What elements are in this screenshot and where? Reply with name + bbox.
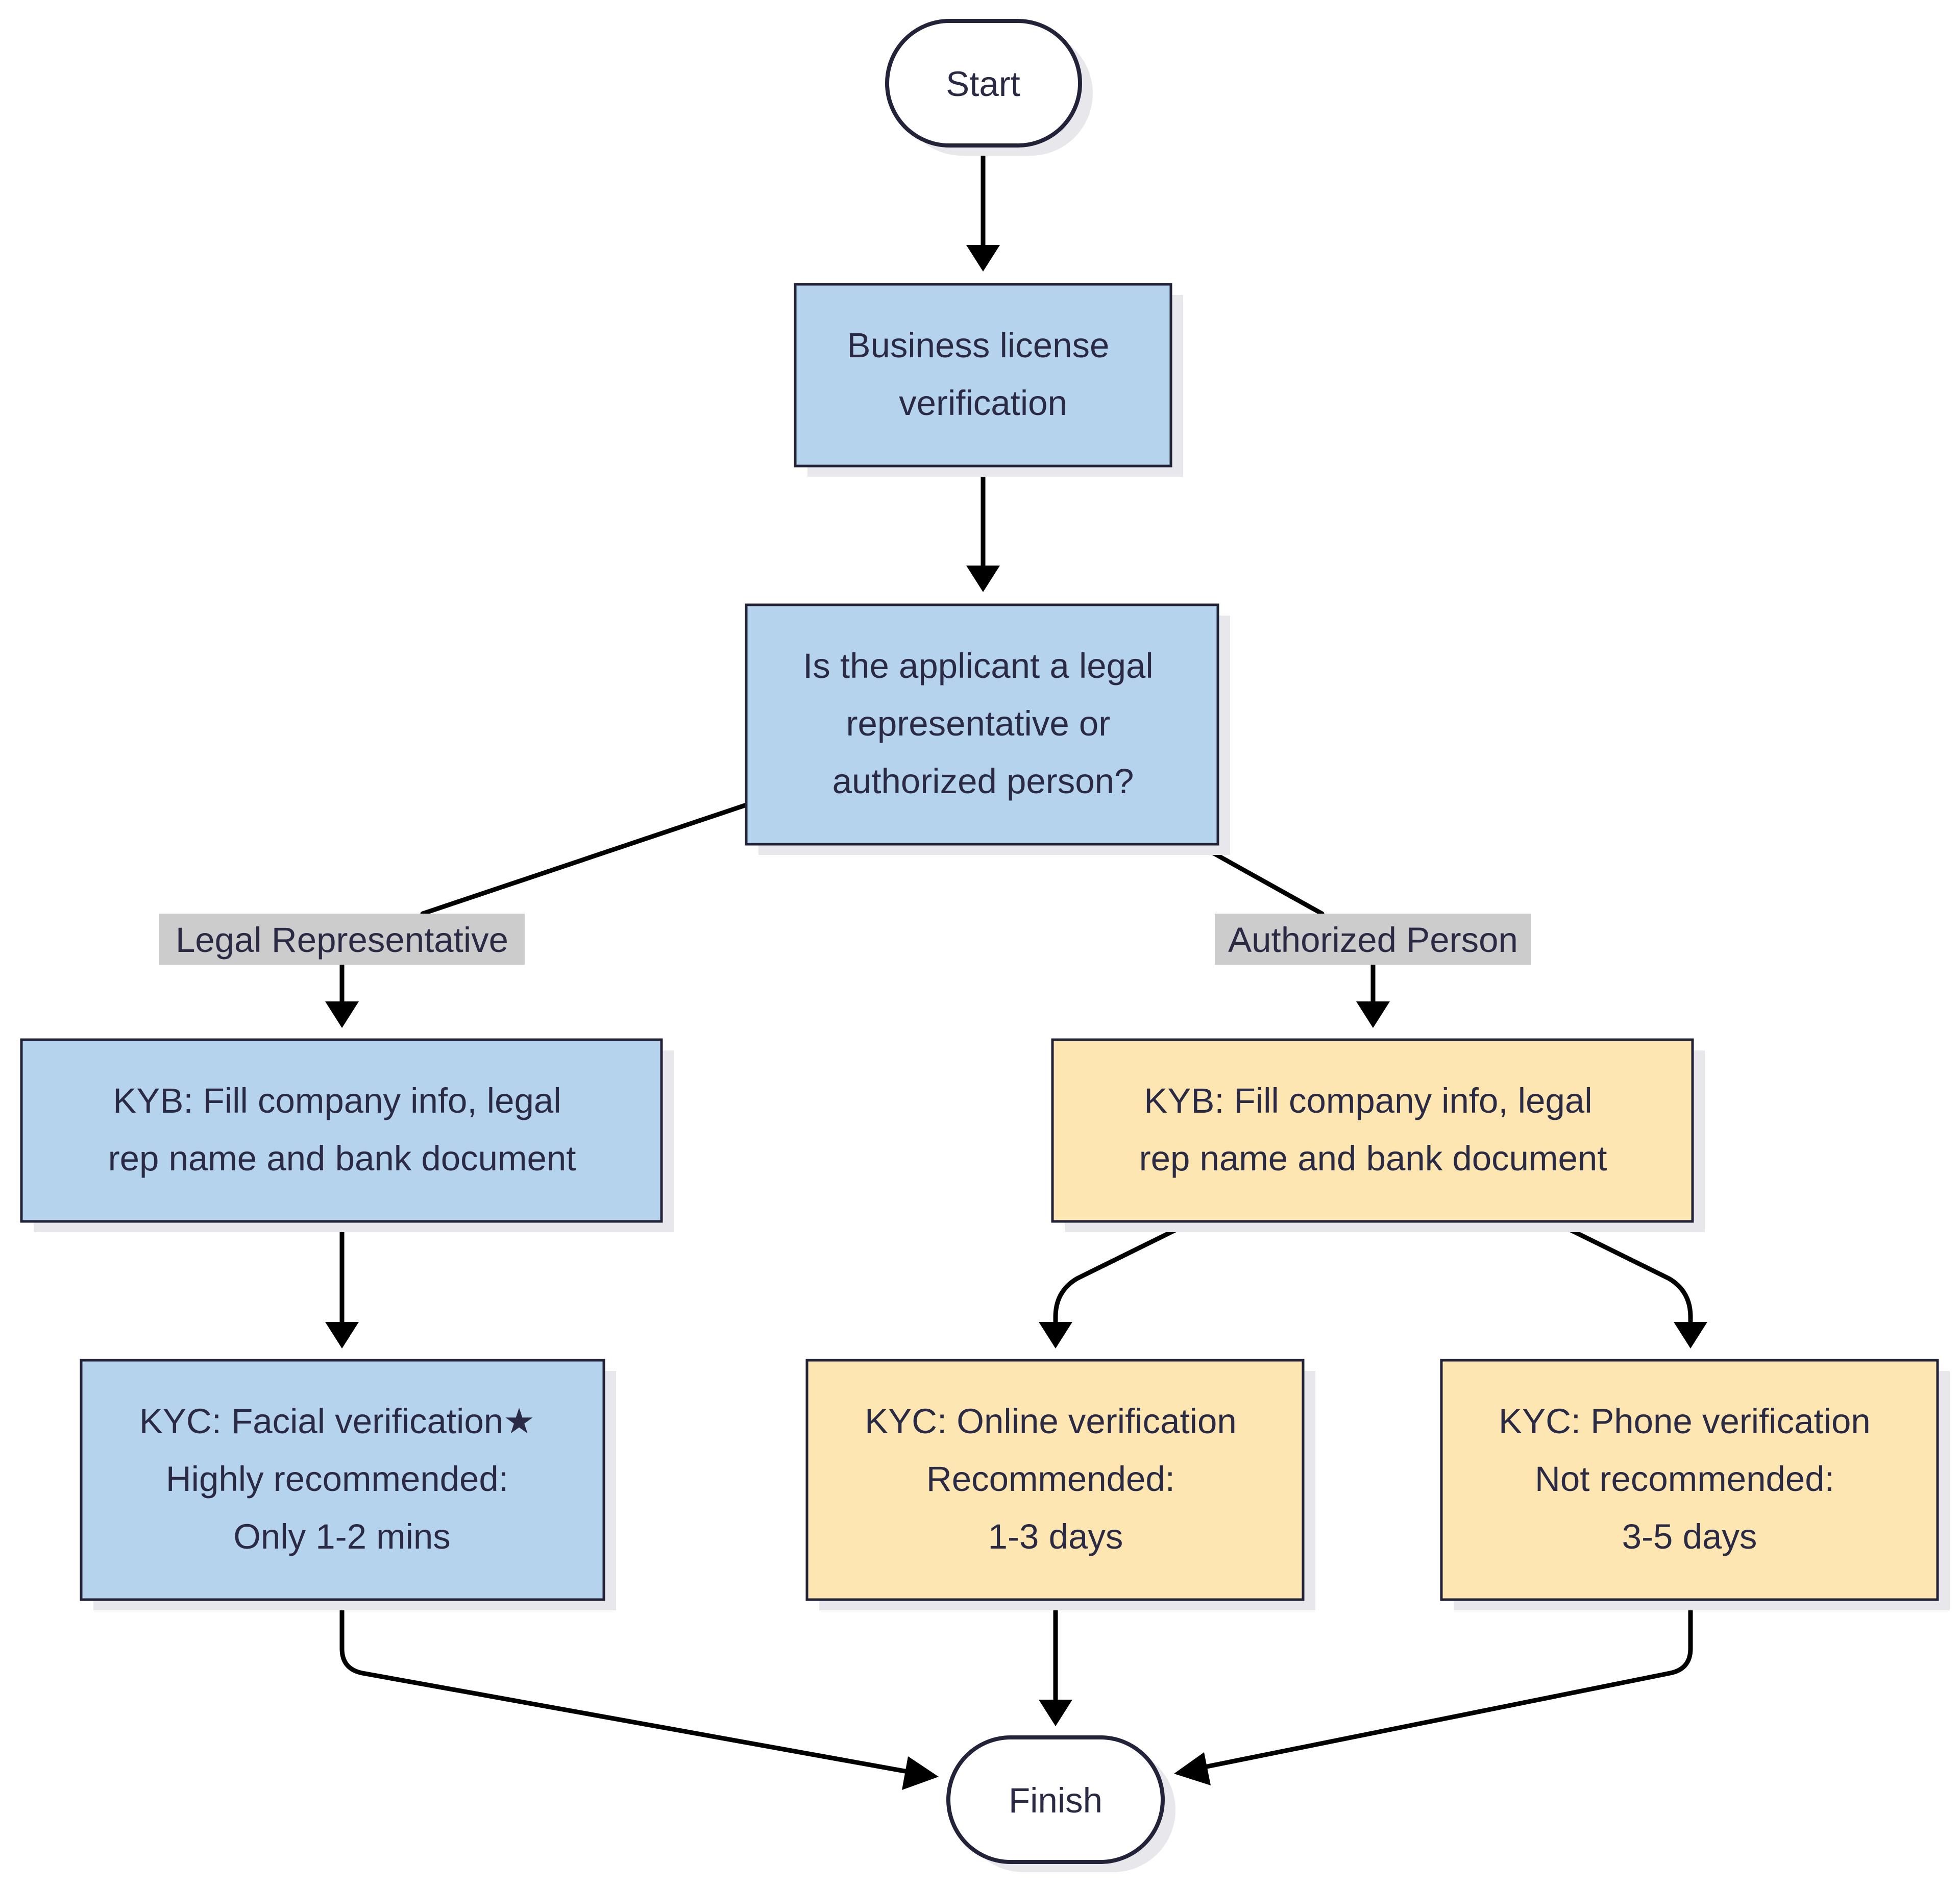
edge-label-text: Legal Representative (176, 920, 508, 960)
edge-decision-to-legal-representative (325, 802, 749, 1028)
kyc-online-label: KYC: Online verification Recommended: 1-… (865, 1402, 1246, 1556)
kyc-phone-verification-node: KYC: Phone verification Not recommended:… (1440, 1359, 1950, 1610)
kyc-facial-label: KYC: Facial verification★ Highly recomme… (139, 1402, 545, 1556)
edge-decision-to-authorized-person (1195, 842, 1390, 1028)
edge-kyb-legal-to-kyc-facial (325, 1219, 359, 1348)
edge-start-to-business-license (966, 144, 1000, 272)
kyc-online-verification-node: KYC: Online verification Recommended: 1-… (805, 1359, 1315, 1610)
finish-node: Finish (946, 1735, 1175, 1872)
business-license-verification-node: Business license verification (794, 283, 1183, 477)
start-node: Start (885, 19, 1093, 156)
kyb-authorized-label: KYB: Fill company info, legal rep name a… (1139, 1081, 1607, 1178)
kyc-phone-label: KYC: Phone verification Not recommended:… (1499, 1402, 1880, 1556)
edges (325, 144, 1707, 1790)
kyc-facial-verification-node: KYC: Facial verification★ Highly recomme… (80, 1359, 616, 1610)
business-license-label: Business license verification (847, 326, 1119, 423)
edge-kyc-online-to-finish (1039, 1597, 1072, 1726)
finish-label: Finish (1009, 1781, 1102, 1820)
edge-business-license-to-decision (966, 463, 1000, 592)
start-label: Start (946, 64, 1020, 104)
edge-label-text: Authorized Person (1228, 920, 1518, 960)
edge-kyb-authorized-to-kyc-online (1039, 1219, 1195, 1348)
edge-label-authorized-person: Authorized Person (1215, 914, 1531, 965)
edge-label-legal-representative: Legal Representative (159, 914, 525, 965)
edge-kyb-authorized-to-kyc-phone (1551, 1219, 1707, 1348)
decision-label: Is the applicant a legal representative … (803, 646, 1163, 801)
kyb-authorized-person-node: KYB: Fill company info, legal rep name a… (1051, 1038, 1705, 1232)
kyb-legal-representative-node: KYB: Fill company info, legal rep name a… (20, 1038, 674, 1232)
edge-kyc-phone-to-finish (1174, 1597, 1693, 1785)
decision-node: Is the applicant a legal representative … (745, 603, 1230, 855)
edge-kyc-facial-to-finish (339, 1597, 939, 1790)
kyb-legal-label: KYB: Fill company info, legal rep name a… (108, 1081, 576, 1178)
